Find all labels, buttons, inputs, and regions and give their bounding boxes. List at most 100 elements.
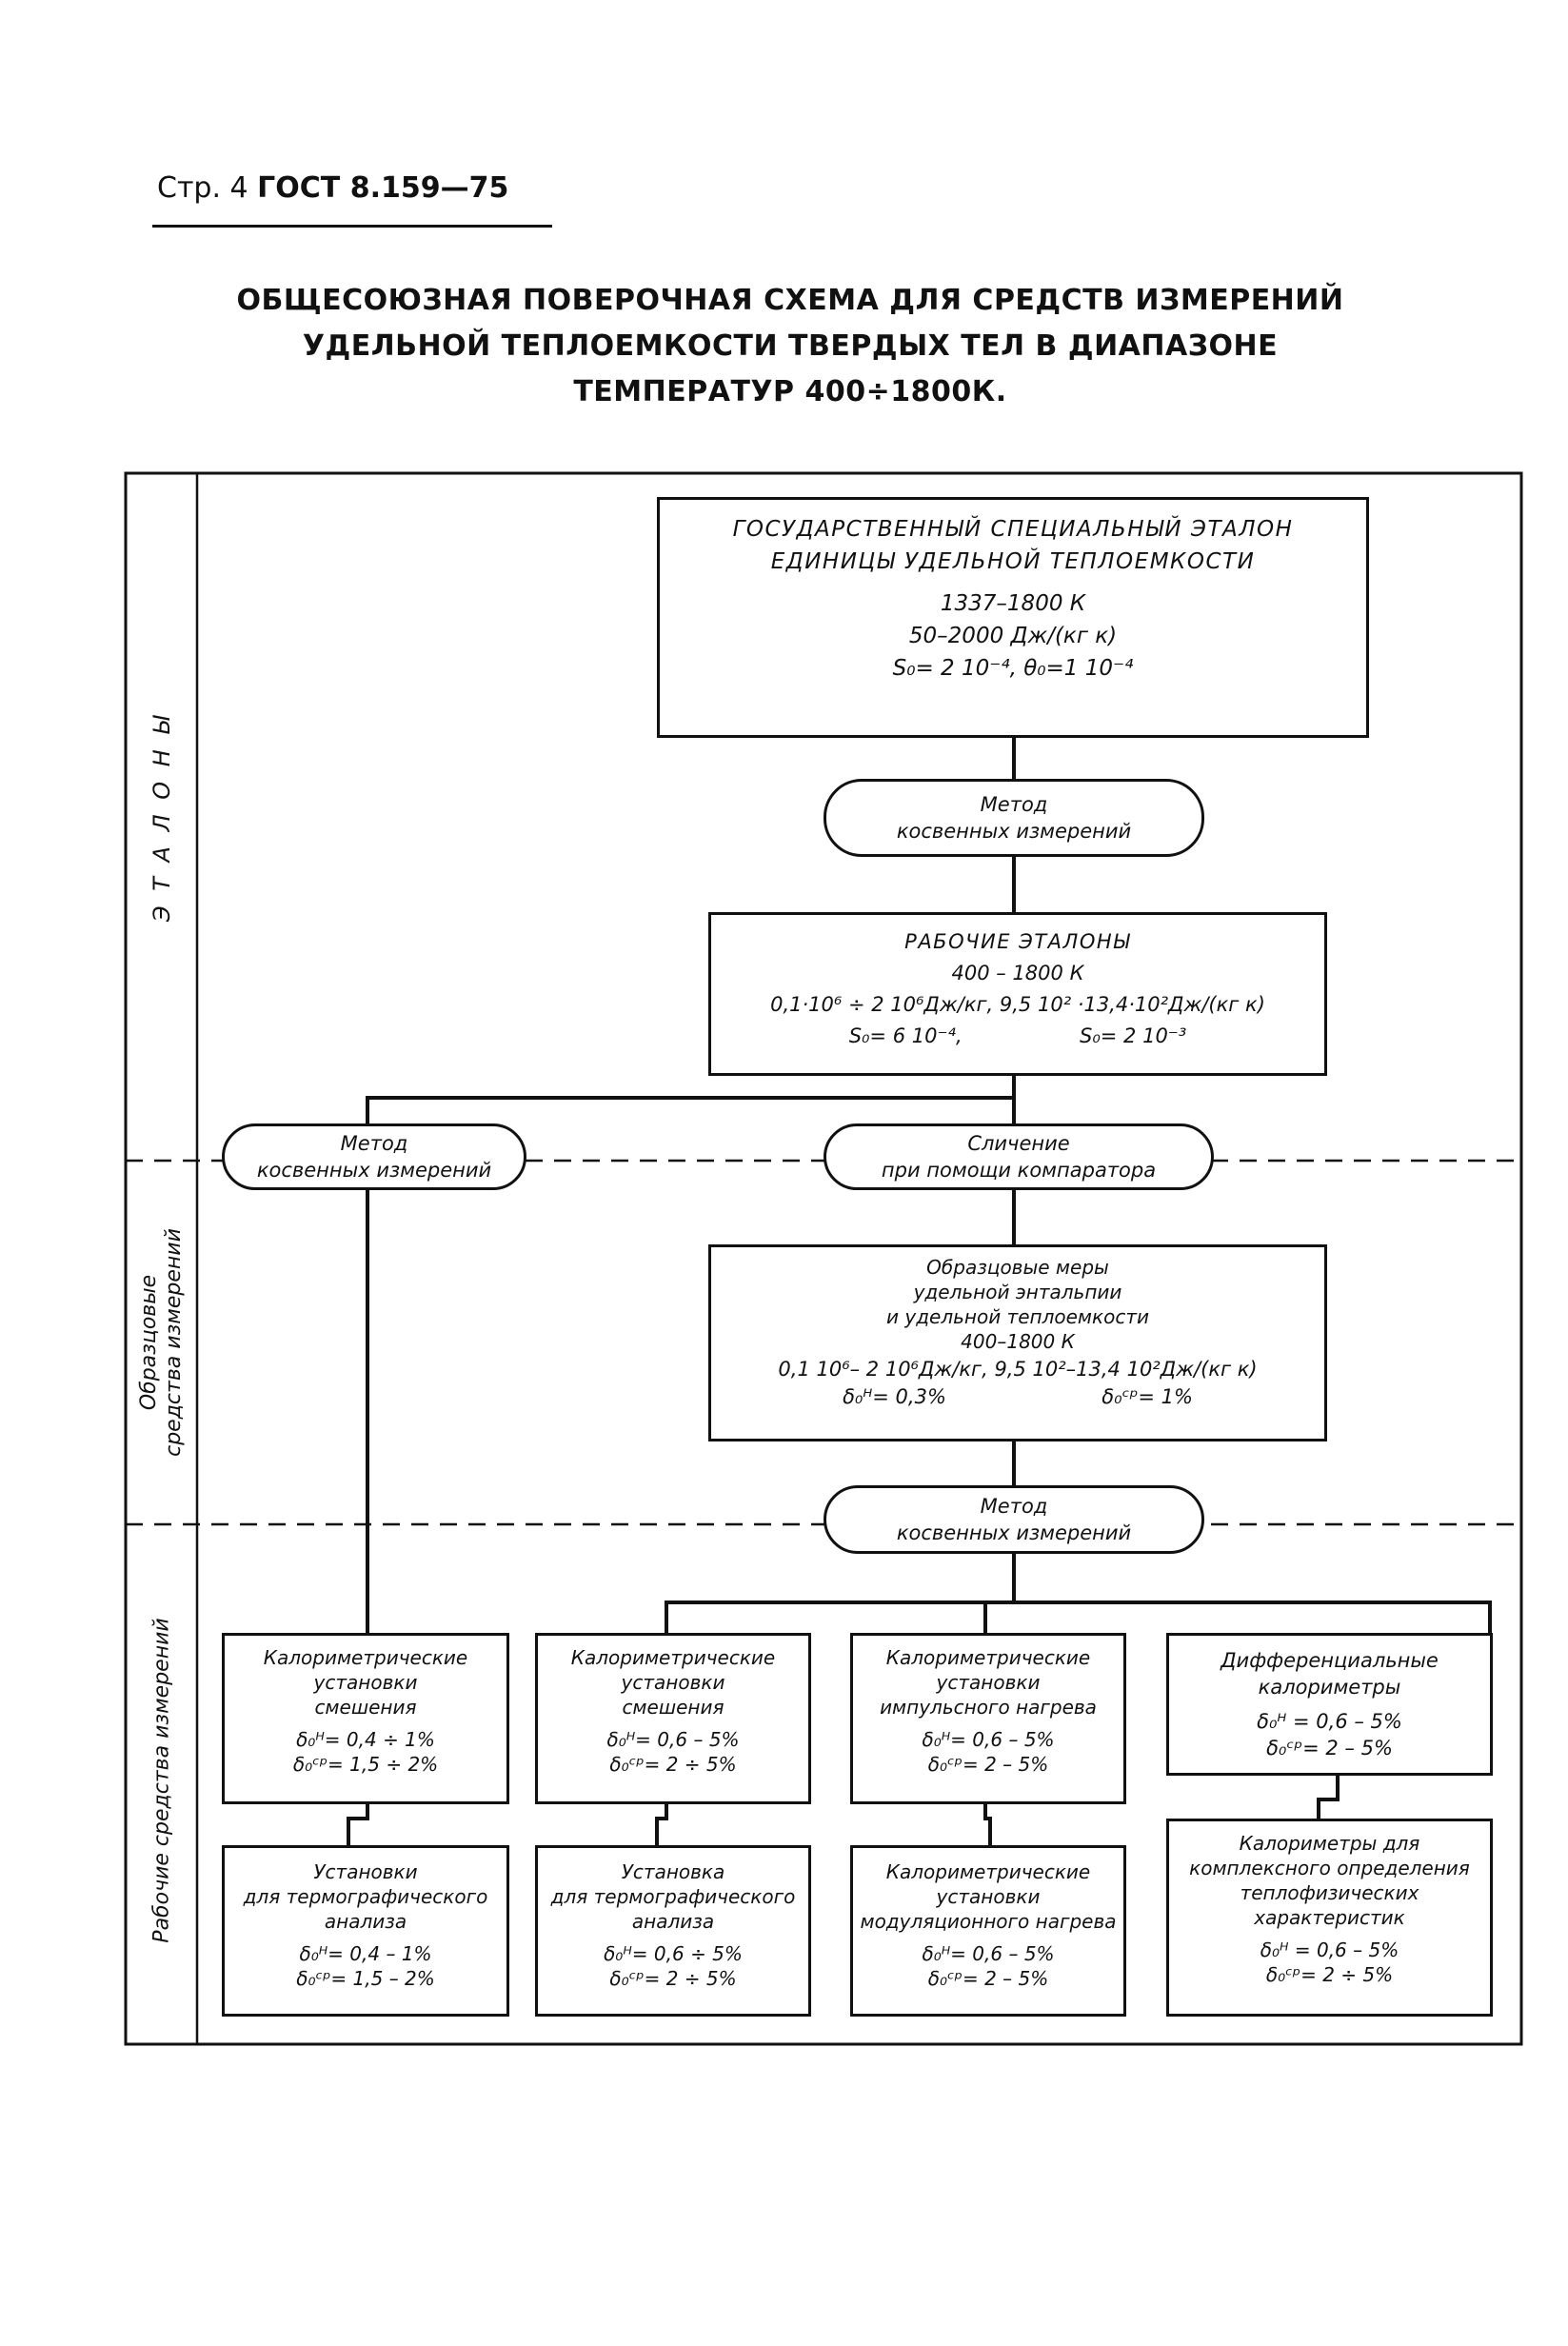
instrument-accuracy-h: δ₀ᴴ= 0,6 – 5% bbox=[922, 1728, 1055, 1751]
working-instrument-box: Установка для термографического анализа … bbox=[535, 1845, 811, 2017]
instrument-accuracy-h: δ₀ᴴ= 0,6 – 5% bbox=[922, 1942, 1055, 1965]
instrument-line: Установка bbox=[621, 1860, 725, 1883]
method-indirect-bottom: Метод косвенных измерений bbox=[824, 1485, 1204, 1554]
instrument-accuracy-cp: δ₀ᶜᵖ= 1,5 – 2% bbox=[296, 1967, 435, 1990]
instrument-line: теплофизических bbox=[1240, 1881, 1419, 1904]
working-instrument-box: Установки для термографического анализа … bbox=[222, 1845, 509, 2017]
instrument-line: комплексного определения bbox=[1189, 1857, 1470, 1879]
section-label-rabochie-text: Рабочие средства измерений bbox=[149, 1618, 174, 1943]
method-indirect-bottom-line1: Метод bbox=[980, 1495, 1048, 1518]
connector bbox=[655, 1804, 668, 1845]
connector bbox=[1317, 1776, 1340, 1819]
instrument-accuracy-h: δ₀ᴴ= 0,6 – 5% bbox=[606, 1728, 740, 1751]
connector bbox=[983, 1804, 992, 1845]
state-standard-box: ГОСУДАРСТВЕННЫЙ СПЕЦИАЛЬНЫЙ ЭТАЛОН ЕДИНИ… bbox=[657, 497, 1369, 738]
state-standard-temp-range: 1337–1800 К bbox=[940, 591, 1086, 616]
instrument-line: установки bbox=[936, 1885, 1041, 1908]
instrument-line: Установки bbox=[313, 1860, 418, 1883]
method-comparator: Сличение при помощи компаратора bbox=[824, 1123, 1214, 1190]
document-number: ГОСТ 8.159—75 bbox=[257, 171, 509, 205]
instrument-line: Калориметры для bbox=[1239, 1832, 1420, 1855]
page-header: Стр. 4 ГОСТ 8.159—75 bbox=[157, 171, 508, 205]
working-instrument-box: Калориметрические установки смешения δ₀ᴴ… bbox=[222, 1633, 509, 1804]
reference-measures-accuracy: δ₀ᴴ= 0,3% δ₀ᶜᵖ= 1% bbox=[711, 1384, 1324, 1409]
instrument-line: смешения bbox=[622, 1696, 724, 1719]
method-indirect-left-line2: косвенных измерений bbox=[256, 1159, 492, 1182]
instrument-line: Калориметрические bbox=[885, 1646, 1091, 1669]
instrument-accuracy-cp: δ₀ᶜᵖ= 2 ÷ 5% bbox=[1265, 1963, 1394, 1986]
outer-frame bbox=[124, 471, 1523, 2046]
method-indirect-top-line1: Метод bbox=[980, 793, 1048, 816]
title-line-3: ТЕМПЕРАТУР 400÷1800К. bbox=[573, 375, 1007, 408]
reference-measures-value-range: 0,1 10⁶– 2 10⁶Дж/кг, 9,5 10²–13,4 10²Дж/… bbox=[778, 1358, 1258, 1381]
instrument-accuracy-cp: δ₀ᶜᵖ= 2 – 5% bbox=[927, 1967, 1049, 1990]
instrument-line: анализа bbox=[324, 1910, 407, 1933]
reference-measures-box: Образцовые меры удельной энтальпии и уде… bbox=[708, 1244, 1327, 1441]
instrument-accuracy-cp: δ₀ᶜᵖ= 2 ÷ 5% bbox=[609, 1967, 737, 1990]
state-standard-value-range: 50–2000 Дж/(кг к) bbox=[908, 624, 1118, 648]
instrument-line: анализа bbox=[631, 1910, 715, 1933]
section-label-rabochie: Рабочие средства измерений bbox=[150, 1618, 174, 1942]
instrument-line: Калориметрические bbox=[263, 1646, 468, 1669]
connector bbox=[347, 1804, 369, 1845]
instrument-line: характеристик bbox=[1254, 1906, 1405, 1929]
reference-measures-line2: удельной энтальпии bbox=[913, 1281, 1122, 1303]
method-indirect-left-line1: Метод bbox=[340, 1132, 408, 1155]
section-label-obraztsovye: Образцовые средства измерений bbox=[137, 1228, 187, 1457]
working-standards-box: РАБОЧИЕ ЭТАЛОНЫ 400 – 1800 К 0,1·10⁶ ÷ 2… bbox=[708, 912, 1327, 1076]
instrument-line: калориметры bbox=[1258, 1676, 1401, 1699]
instrument-line: импульсного нагрева bbox=[880, 1696, 1097, 1719]
instrument-accuracy-cp: δ₀ᶜᵖ= 2 – 5% bbox=[1266, 1737, 1393, 1760]
instrument-line: установки bbox=[621, 1671, 725, 1694]
reference-measures-temp-range: 400–1800 К bbox=[961, 1330, 1075, 1353]
state-standard-title-1: ГОСУДАРСТВЕННЫЙ СПЕЦИАЛЬНЫЙ ЭТАЛОН bbox=[732, 517, 1294, 542]
reference-measures-line3: и удельной теплоемкости bbox=[886, 1305, 1149, 1328]
reference-measures-accuracy-h: δ₀ᴴ= 0,3% bbox=[843, 1385, 946, 1408]
working-standards-accuracy-a: S₀= 6 10⁻⁴, bbox=[848, 1024, 963, 1047]
working-standards-accuracy-b: S₀= 2 10⁻³ bbox=[1080, 1024, 1187, 1047]
working-instrument-box: Калориметрические установки модуляционно… bbox=[850, 1845, 1126, 2017]
instrument-line: Дифференциальные bbox=[1221, 1649, 1439, 1672]
instrument-line: смешения bbox=[314, 1696, 417, 1719]
instrument-accuracy-h: δ₀ᴴ= 0,4 ÷ 1% bbox=[296, 1728, 435, 1751]
instrument-accuracy-h: δ₀ᴴ = 0,6 – 5% bbox=[1257, 1710, 1402, 1733]
working-standards-accuracy: S₀= 6 10⁻⁴, S₀= 2 10⁻³ bbox=[711, 1021, 1324, 1052]
instrument-accuracy-cp: δ₀ᶜᵖ= 2 – 5% bbox=[927, 1753, 1049, 1776]
working-instrument-box: Калориметры для комплексного определения… bbox=[1166, 1819, 1493, 2017]
connector bbox=[665, 1600, 1492, 1633]
title-line-2: УДЕЛЬНОЙ ТЕПЛОЕМКОСТИ ТВЕРДЫХ ТЕЛ В ДИАП… bbox=[302, 329, 1279, 363]
reference-measures-line1: Образцовые меры bbox=[926, 1256, 1109, 1279]
instrument-line: для термографического bbox=[243, 1885, 488, 1908]
section-label-obraztsovye-line2: средства измерений bbox=[162, 1228, 186, 1457]
state-standard-title-2: ЕДИНИЦЫ УДЕЛЬНОЙ ТЕПЛОЕМКОСТИ bbox=[770, 549, 1256, 574]
instrument-line: установки bbox=[313, 1671, 418, 1694]
method-indirect-left: Метод косвенных измерений bbox=[222, 1123, 526, 1190]
working-instrument-box: Дифференциальные калориметры δ₀ᴴ = 0,6 –… bbox=[1166, 1633, 1493, 1776]
reference-measures-accuracy-cp: δ₀ᶜᵖ= 1% bbox=[1102, 1385, 1193, 1408]
working-standards-title: РАБОЧИЕ ЭТАЛОНЫ bbox=[904, 930, 1131, 953]
method-comparator-line2: при помощи компаратора bbox=[881, 1159, 1157, 1182]
method-comparator-line1: Сличение bbox=[967, 1132, 1070, 1155]
method-indirect-top: Метод косвенных измерений bbox=[824, 779, 1204, 857]
page-number: Стр. 4 bbox=[157, 171, 248, 205]
section-label-etalony: Э Т А Л О Н Ы bbox=[149, 712, 175, 922]
working-instrument-box: Калориметрические установки импульсного … bbox=[850, 1633, 1126, 1804]
instrument-accuracy-cp: δ₀ᶜᵖ= 2 ÷ 5% bbox=[609, 1753, 737, 1776]
title-line-1: ОБЩЕСОЮЗНАЯ ПОВЕРОЧНАЯ СХЕМА ДЛЯ СРЕДСТВ… bbox=[236, 284, 1344, 317]
instrument-accuracy-h: δ₀ᴴ= 0,6 ÷ 5% bbox=[604, 1942, 743, 1965]
instrument-accuracy-h: δ₀ᴴ = 0,6 – 5% bbox=[1260, 1938, 1399, 1961]
method-indirect-top-line2: косвенных измерений bbox=[896, 820, 1132, 843]
working-instrument-box: Калориметрические установки смешения δ₀ᴴ… bbox=[535, 1633, 811, 1804]
method-indirect-bottom-line2: косвенных измерений bbox=[896, 1521, 1132, 1544]
header-underline bbox=[152, 225, 552, 228]
section-label-etalony-text: Э Т А Л О Н Ы bbox=[149, 711, 175, 923]
working-standards-value-range: 0,1·10⁶ ÷ 2 10⁶Дж/кг, 9,5 10² ·13,4·10²Д… bbox=[770, 993, 1265, 1016]
instrument-line: установки bbox=[936, 1671, 1041, 1694]
instrument-accuracy-h: δ₀ᴴ= 0,4 – 1% bbox=[299, 1942, 432, 1965]
instrument-line: Калориметрические bbox=[885, 1860, 1091, 1883]
working-standards-temp-range: 400 – 1800 К bbox=[951, 962, 1084, 984]
instrument-line: для термографического bbox=[550, 1885, 796, 1908]
state-standard-accuracy: S₀= 2 10⁻⁴, θ₀=1 10⁻⁴ bbox=[892, 656, 1134, 681]
instrument-line: модуляционного нагрева bbox=[860, 1910, 1117, 1933]
